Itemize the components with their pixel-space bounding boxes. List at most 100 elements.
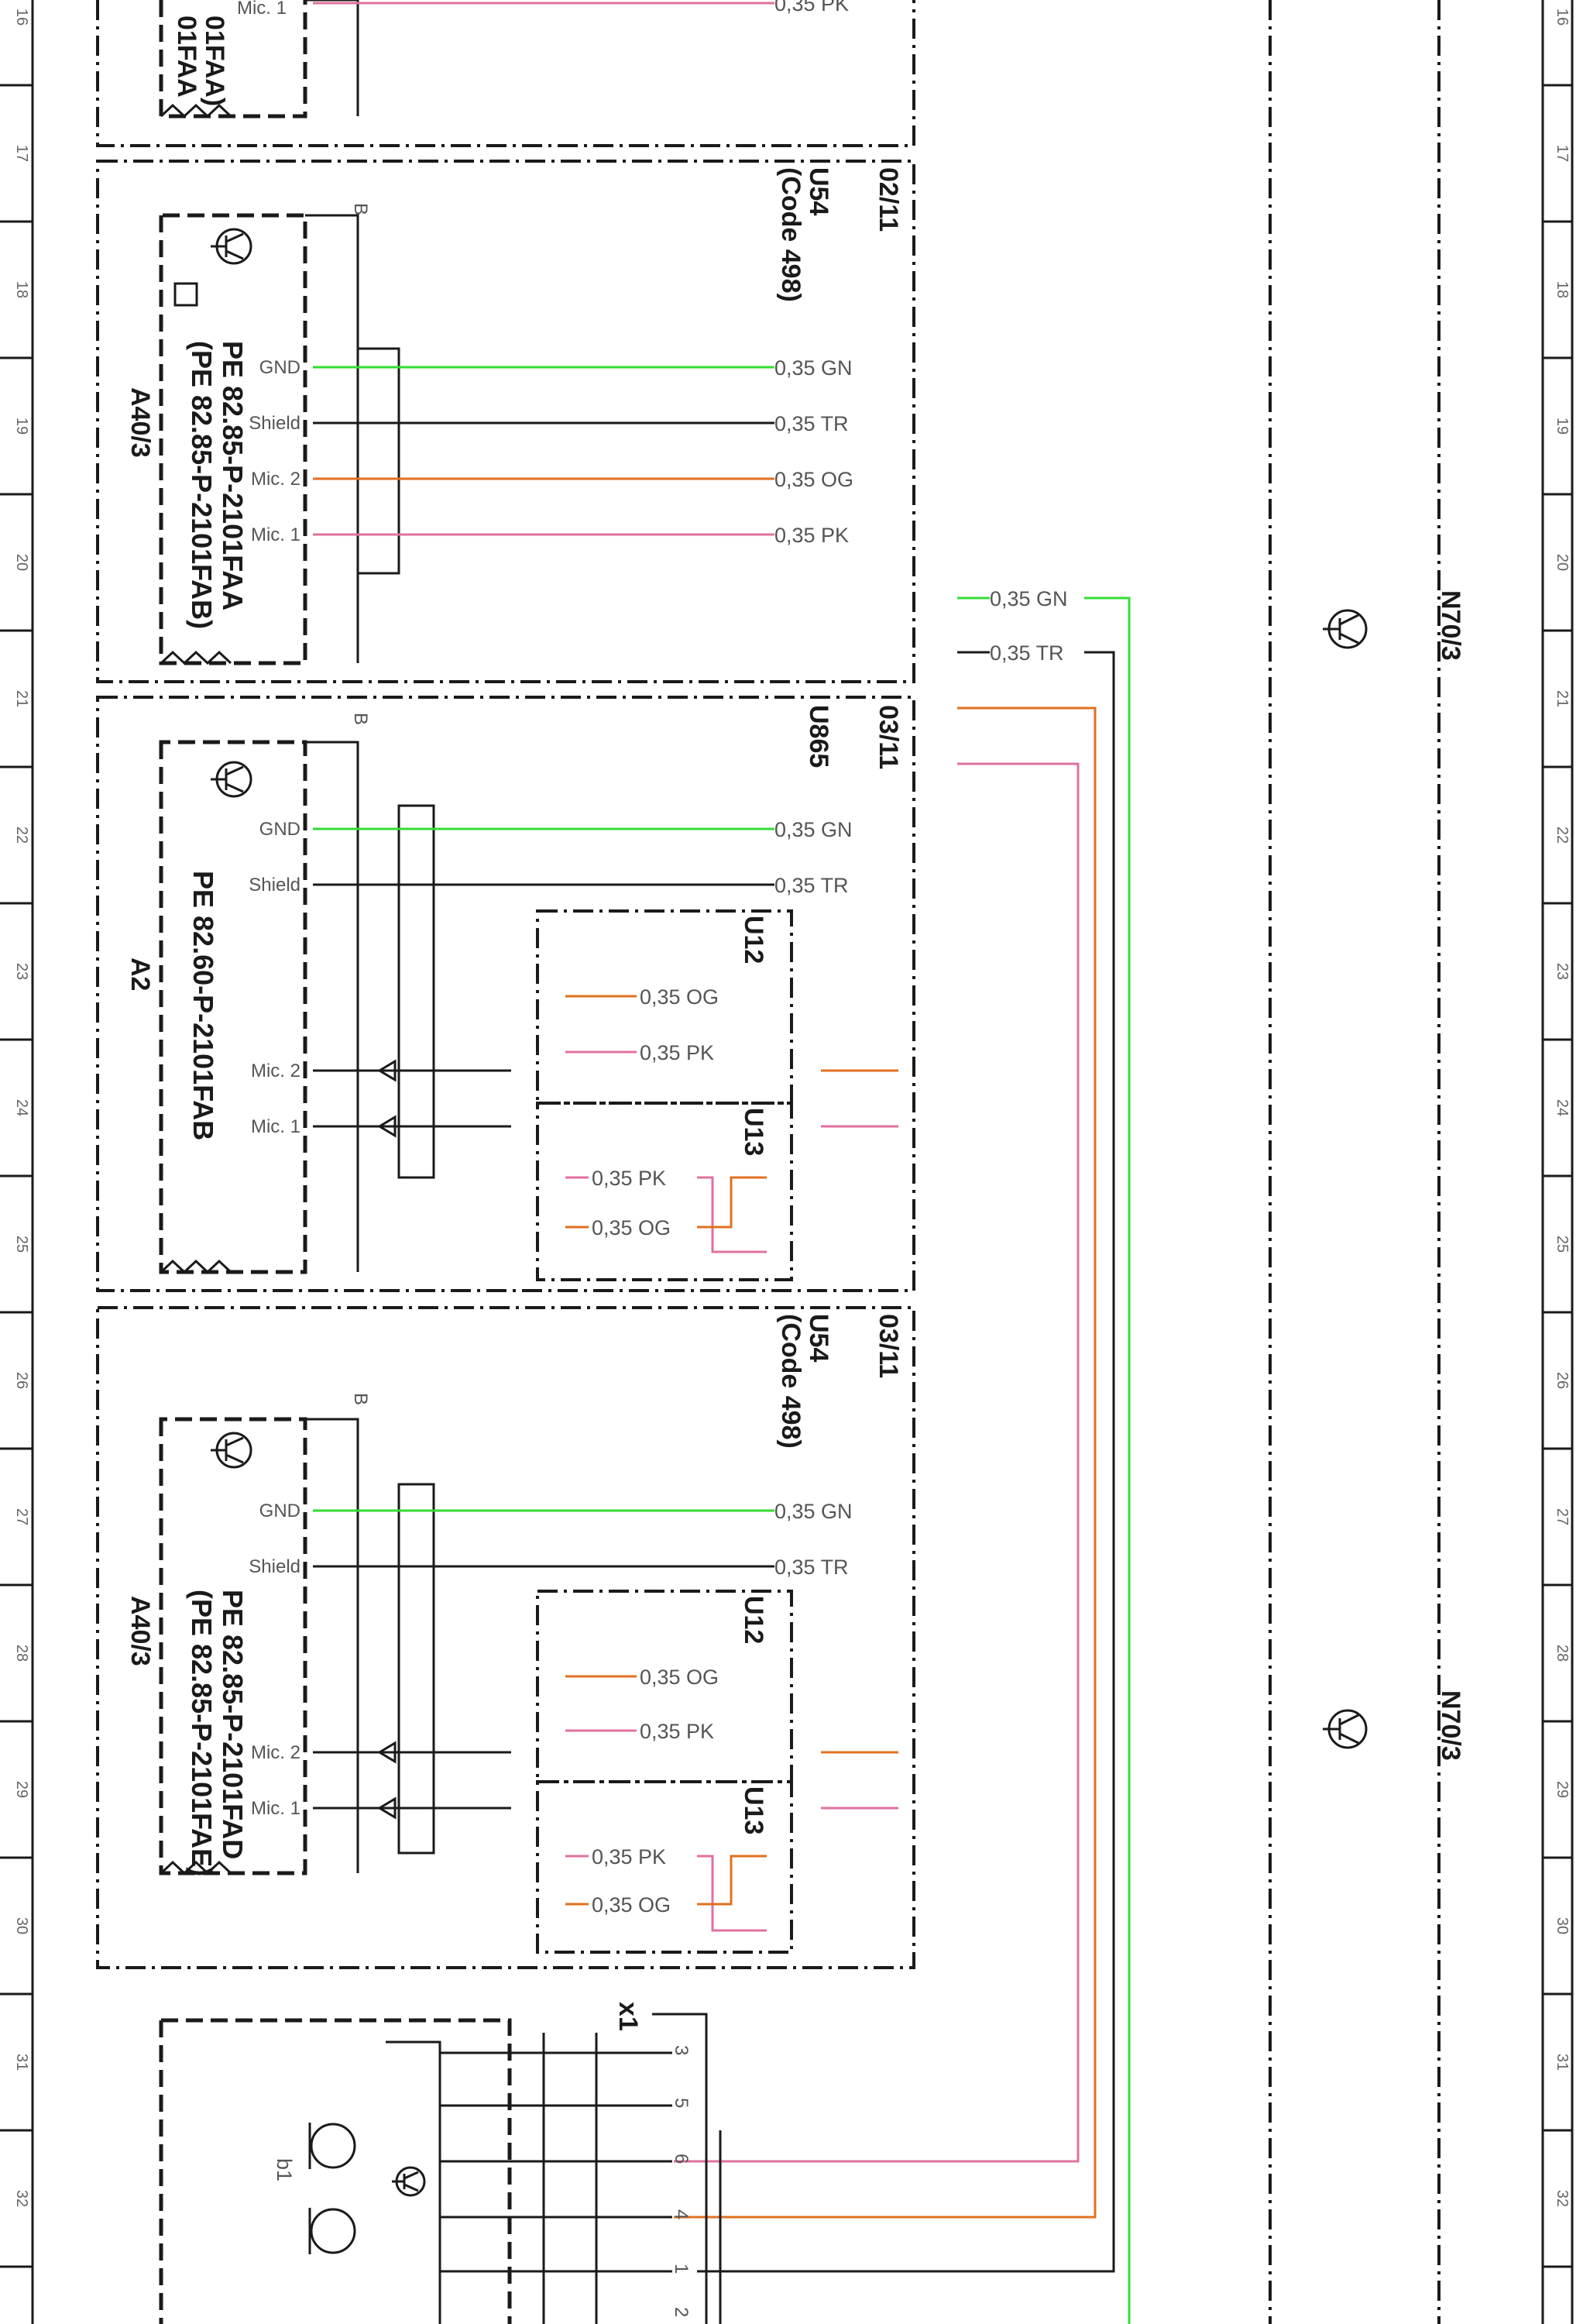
top-partial-block: Mic. 1 0,35 PK 01FAA 01FAA) <box>96 0 915 147</box>
b1-label: b1 <box>273 2158 296 2181</box>
block2-target: 03/11 <box>874 705 903 769</box>
right-ruler <box>1541 0 1574 2324</box>
block2-wire-gn: 0,35 GN <box>774 818 853 841</box>
ruler-number-left: 25 <box>13 1236 30 1253</box>
junction-wire-gn: 0,35 GN <box>990 587 1068 610</box>
block2-pin-mic2: Mic. 2 <box>251 1061 300 1081</box>
block2-u12-wire-1: 0,35 OG <box>640 985 719 1009</box>
hand-pointer-icon <box>173 282 198 307</box>
connector-b: B <box>350 713 371 725</box>
ruler-number-left: 21 <box>13 690 30 707</box>
block3-u13-wire-1: 0,35 PK <box>592 1845 666 1868</box>
x1-pin-2: 2 <box>671 2307 692 2317</box>
n70-upper: N70/3 <box>1323 590 1465 661</box>
transistor-icon <box>211 1432 252 1469</box>
ruler-number-right: 20 <box>1554 554 1571 571</box>
block2-code-line-1: U865 <box>804 705 833 768</box>
ruler-number-left: 28 <box>13 1645 30 1662</box>
top-wire-label: 0,35 PK <box>774 0 849 15</box>
x1-pin-3: 3 <box>671 2045 692 2055</box>
ruler-number-right: 24 <box>1554 1099 1571 1116</box>
block1-target: 02/11 <box>874 167 903 232</box>
block2-part-line-1: PE 82.60-P-2101FAB <box>187 871 219 1140</box>
top-pin-label: Mic. 1 <box>237 0 287 19</box>
block-a2: B PE 82.60-P-2101FAB A2 03/11 U865 GND S… <box>96 696 915 1292</box>
block1-wire-tr: 0,35 TR <box>774 412 849 435</box>
block3-ref: A40/3 <box>125 1596 155 1666</box>
ruler-number-right: 19 <box>1554 418 1571 435</box>
ruler-number-right: 16 <box>1554 9 1571 26</box>
block1-code-line-1: U54 <box>804 167 833 215</box>
n70-lower: N70/3 <box>1323 1690 1465 1761</box>
ruler-number-right: 31 <box>1554 2054 1571 2071</box>
block2-u13-name: U13 <box>739 1108 768 1156</box>
ruler-number-right: 28 <box>1554 1645 1571 1662</box>
ruler-number-left: 24 <box>13 1099 30 1116</box>
ruler-number-right: 23 <box>1554 963 1571 980</box>
block3-part-line-1: PE 82.85-P-2101FAD <box>217 1590 249 1859</box>
block1-pin-mic2: Mic. 2 <box>251 469 300 490</box>
block2-ref: A2 <box>125 957 155 991</box>
ruler-number-right: 27 <box>1554 1508 1571 1525</box>
connector-b: B <box>350 1393 371 1405</box>
block3-wire-tr: 0,35 TR <box>774 1556 849 1579</box>
block1-code-line-2: (Code 498) <box>776 167 805 302</box>
x1-pin-6: 6 <box>671 2154 692 2164</box>
microphone-icon <box>308 2123 356 2254</box>
block2-u12-name: U12 <box>739 916 768 964</box>
ruler-number-left: 26 <box>13 1372 30 1389</box>
block3-pin-gnd: GND <box>259 1501 300 1521</box>
top-part-line-2: 01FAA) <box>200 15 229 106</box>
block1-wire-og: 0,35 OG <box>774 468 853 491</box>
ruler-number-left: 17 <box>13 145 30 162</box>
x1-pin-1: 1 <box>671 2264 692 2274</box>
junction-wire-tr: 0,35 TR <box>990 641 1064 665</box>
ruler-number-right: 29 <box>1554 1781 1571 1798</box>
ruler-number-right: 26 <box>1554 1372 1571 1389</box>
block3-part-line-2: (PE 82.85-P-2101FAE) <box>186 1590 218 1876</box>
transistor-icon <box>1323 1709 1368 1749</box>
block1-wire-pk: 0,35 PK <box>774 524 849 547</box>
ruler-number-right: 17 <box>1554 145 1571 162</box>
block1-part-line-1: PE 82.85-P-2101FAA <box>217 341 249 610</box>
block3-u12-name: U12 <box>739 1596 768 1644</box>
block3-u12-wire-2: 0,35 PK <box>640 1720 714 1743</box>
block2-pin-shield: Shield <box>249 875 300 896</box>
ruler-number-left: 19 <box>13 418 30 435</box>
block1-pin-shield: Shield <box>249 413 300 434</box>
ruler-number-left: 30 <box>13 1917 30 1934</box>
ruler-number-left: 16 <box>13 9 30 26</box>
block3-pin-mic1: Mic. 1 <box>251 1798 300 1819</box>
block2-u13-wire-1: 0,35 PK <box>592 1167 666 1190</box>
block3-code-line-1: U54 <box>804 1314 833 1362</box>
ruler-number-left: 18 <box>13 281 30 298</box>
block1-pin-mic1: Mic. 1 <box>251 524 300 545</box>
block2-pin-gnd: GND <box>259 819 300 840</box>
ruler-number-right: 25 <box>1554 1236 1571 1253</box>
b1-block: x1 b1 3 5 6 4 1 2 <box>159 2002 722 2324</box>
transistor-icon <box>392 2166 426 2197</box>
block-a40-3-lower: B PE 82.85-P-2101FAD (PE 82.85-P-2101FAE… <box>96 1306 915 1969</box>
u13-box <box>536 1102 793 1281</box>
block3-target: 03/11 <box>874 1314 903 1378</box>
x1-label: x1 <box>613 2002 643 2031</box>
ruler-number-left: 27 <box>13 1508 30 1525</box>
block2-u13-wire-2: 0,35 OG <box>592 1216 671 1239</box>
junction-wires: 0,35 GN 0,35 TR <box>674 587 1131 2324</box>
transistor-icon <box>1323 609 1368 649</box>
block1-ref: A40/3 <box>125 387 155 458</box>
block1-wire-gn: 0,35 GN <box>774 356 853 380</box>
ruler-number-left: 32 <box>13 2190 30 2207</box>
block3-pin-shield: Shield <box>249 1556 300 1577</box>
ruler-number-right: 30 <box>1554 1917 1571 1934</box>
x1-pin-5: 5 <box>671 2098 692 2108</box>
u13-box <box>536 1780 793 1954</box>
ruler-number-right: 18 <box>1554 281 1571 298</box>
block2-pin-mic1: Mic. 1 <box>251 1116 300 1137</box>
block3-u13-wire-2: 0,35 OG <box>592 1893 671 1917</box>
ruler-number-left: 22 <box>13 827 30 844</box>
block3-u13-name: U13 <box>739 1786 768 1834</box>
ruler-number-left: 20 <box>13 554 30 571</box>
